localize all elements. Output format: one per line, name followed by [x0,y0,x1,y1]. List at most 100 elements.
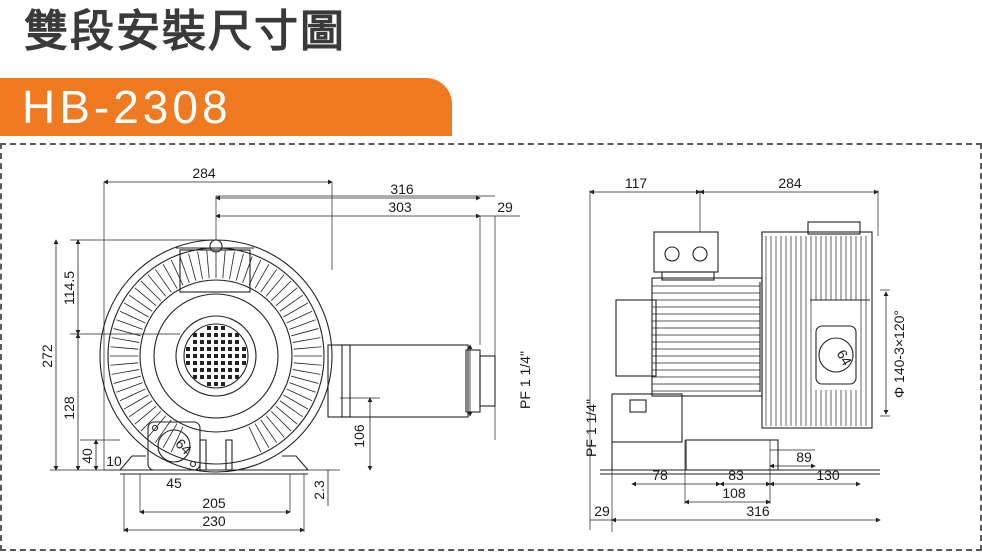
fin-line [265,415,285,438]
port-label-side: PF 1 1/4" [583,399,599,457]
front-view [50,179,520,533]
grille-dot [214,382,218,386]
grille-dot [228,333,232,337]
grille-dot [221,368,225,372]
fin-line [206,250,210,279]
fin-line [116,382,143,393]
fin-line [270,410,292,432]
grille-dot [235,368,239,372]
fin-line [289,382,316,393]
fin-line [254,423,270,448]
side-blower-fins [765,236,867,426]
fin-line [291,328,319,337]
grille-dot [207,375,211,379]
fin-line [111,337,140,343]
grille-dot [207,382,211,386]
grille-dot [207,361,211,365]
fin-line [197,251,203,280]
fin-line [147,274,167,297]
side-motor [615,277,763,397]
fin-line [124,394,149,410]
grille-dot [228,354,232,358]
fin-line [110,362,139,366]
side-labels: 117 284 78 83 89 130 108 29 316 64 PF 1 … [583,175,907,519]
grille-dot [214,326,218,330]
dim-205-front: 205 [202,495,226,511]
grille-dot [214,340,218,344]
dim-114-5-front: 114.5 [61,271,77,305]
flange-label-front: 64 [172,435,194,457]
fin-line [229,251,235,280]
fin-line [179,256,190,283]
grille-dot [193,375,197,379]
dim-316-front: 316 [390,181,414,197]
grille-dot [200,354,204,358]
fin-line [170,426,184,453]
fin-line [222,250,226,279]
dim-83-side: 83 [728,467,744,483]
fin-line [128,400,153,418]
grille-dot [193,347,197,351]
grille-dot [207,347,211,351]
fin-line [279,400,304,418]
fin-line [170,259,184,286]
fin-line [124,302,149,318]
grille-dot [214,354,218,358]
grille-dot [207,333,211,337]
fin-line [140,280,162,302]
fin-line [293,362,322,366]
grille-dot [242,354,246,358]
side-flange [815,325,857,385]
front-labels: 284 316 303 29 272 114.5 128 40 10 45 20… [39,165,533,529]
fin-line [162,423,178,448]
fin-line [113,375,141,384]
fin-line [134,287,157,307]
fin-line [283,394,308,410]
grille-dot [193,333,197,337]
fin-line [279,294,304,312]
dim-10-front: 10 [106,453,122,469]
grille-dot [235,354,239,358]
dim-2-3-front: 2.3 [311,480,327,500]
fin-line [270,280,292,302]
grille-dot [214,368,218,372]
front-fins [110,250,322,453]
dim-230-front: 230 [202,513,226,529]
fin-line [289,319,316,330]
fin-line [292,369,321,375]
front-grille [186,326,246,386]
grille-dot [207,368,211,372]
grille-dot [193,340,197,344]
grille-dot [200,368,204,372]
grille-dot [214,347,218,351]
grille-dot [242,361,246,365]
fin-line [162,264,178,289]
front-dimension-lines [53,179,520,533]
grille-dot [228,361,232,365]
grille-dot [242,347,246,351]
dim-29-side: 29 [594,503,610,519]
dim-29-front: 29 [497,199,513,215]
grille-dot [221,347,225,351]
grille-dot [221,361,225,365]
fin-line [275,287,298,307]
grille-dot [186,354,190,358]
fin-line [116,319,143,330]
fin-line [110,346,139,350]
dim-128-front: 128 [61,396,77,420]
fin-line [265,274,285,297]
dim-284-side: 284 [778,175,802,191]
grille-dot [235,340,239,344]
grille-dot [221,354,225,358]
grille-dot [221,340,225,344]
grille-dot [228,375,232,379]
fin-line [128,294,153,312]
port-label-front: PF 1 1/4" [517,351,533,409]
grille-dot [200,361,204,365]
fin-line [260,419,278,444]
fin-line [291,375,319,384]
front-base [119,439,309,475]
side-base [600,393,880,475]
grille-dot [221,382,225,386]
grille-dot [214,375,218,379]
